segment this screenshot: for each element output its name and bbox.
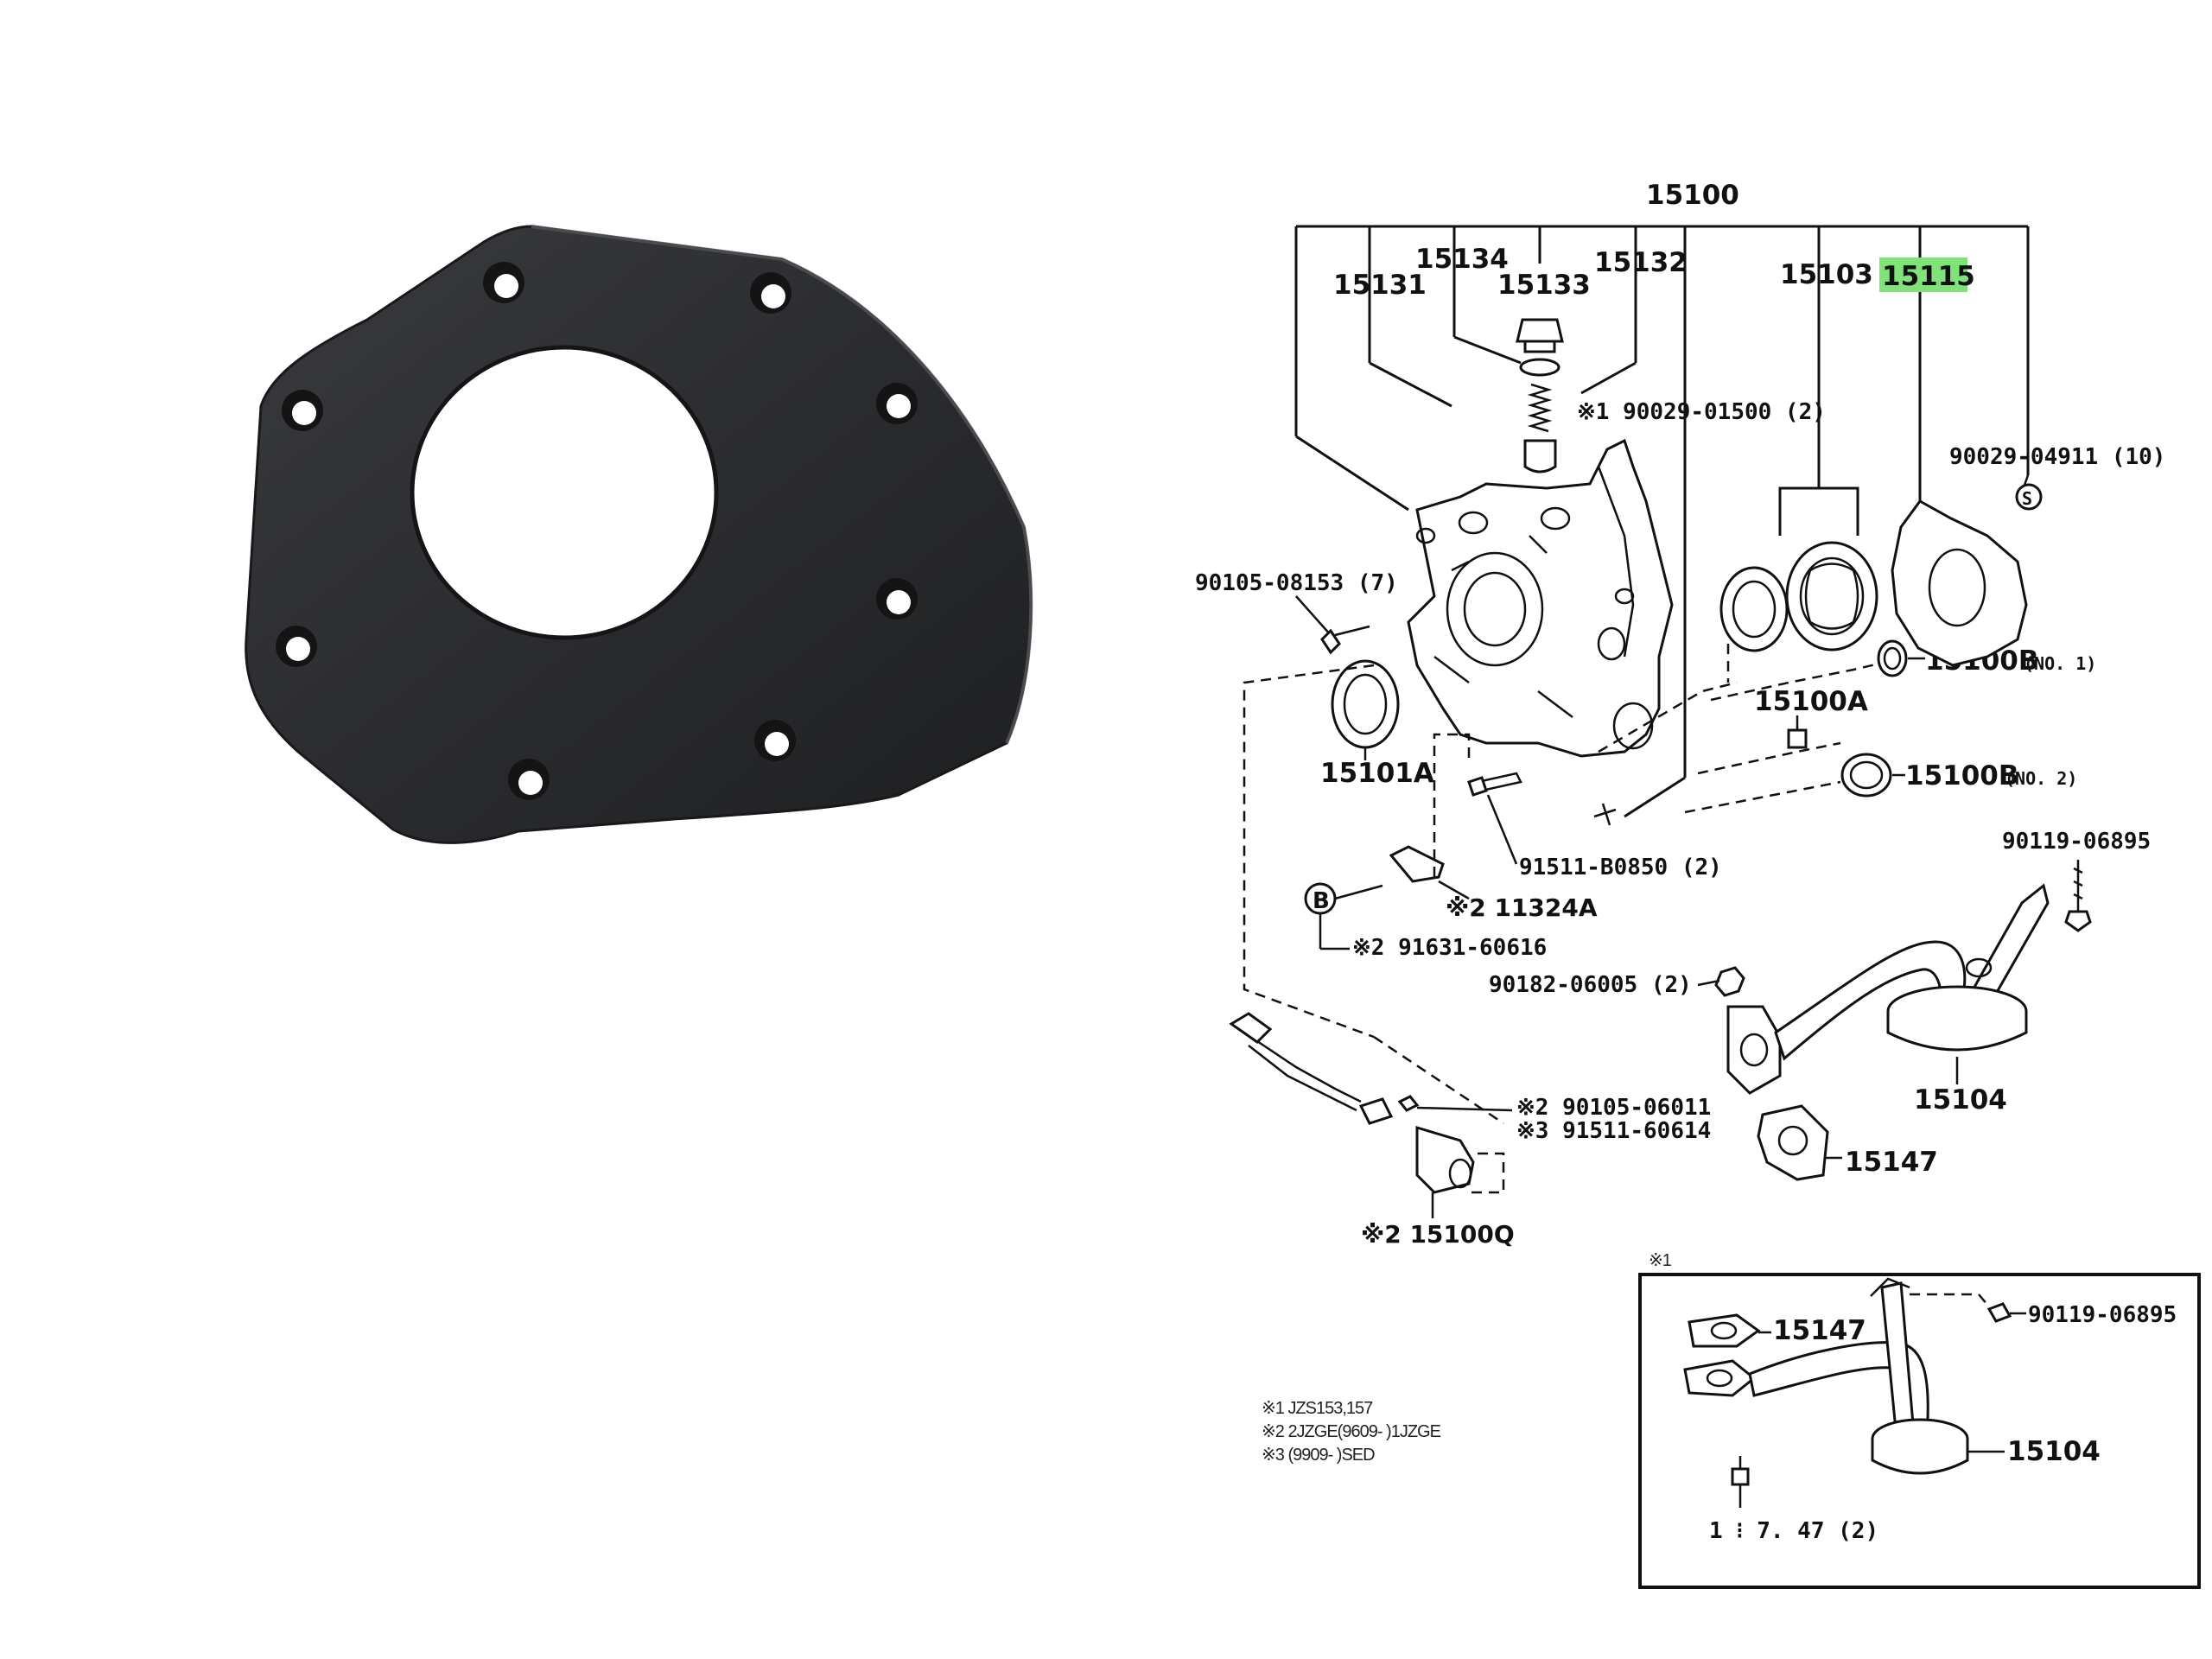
label-15100b-no2: 15100B [1905, 760, 2018, 791]
inset-mark: ※1 [1649, 1251, 1672, 1270]
bolts-91511-b0850 [1467, 772, 1617, 865]
bracket-11324a: B [1304, 845, 1470, 950]
marker-b-label: B [1313, 888, 1330, 914]
label-90029-04911: 90029-04911 (10) [1949, 444, 2165, 470]
label-90182-06005: 90182-06005 (2) [1489, 972, 1692, 998]
highlight-15115 [1879, 257, 1967, 292]
label-15147: 15147 [1845, 1147, 1938, 1178]
label-11324a: ※2 11324A [1446, 893, 1598, 922]
note-2: ※2 2JZGE(9609- )1JZGE [1262, 1422, 1441, 1441]
o-ring-15100b-no1 [1877, 639, 1925, 677]
label-90105-06011: ※2 90105-06011 [1516, 1095, 1711, 1121]
label-15104: 15104 [1914, 1084, 2007, 1116]
label-15100b-no2-qualifier: (NO. 2) [2005, 768, 2077, 789]
assembly-tree [1294, 225, 2030, 818]
applicability-notes: ※1 JZS153,157 ※2 2JZGE(9609- )1JZGE ※3 (… [1262, 1399, 1442, 1465]
oil-pump-housing [1407, 438, 1674, 758]
phantom-lines [1243, 644, 1880, 1194]
inset-label-bolt: 1 ⁝ 7. 47 (2) [1709, 1518, 1878, 1544]
label-90119-06895: 90119-06895 [2002, 829, 2151, 855]
label-15100: 15100 [1646, 180, 1739, 211]
label-91511-b0850: 91511-B0850 (2) [1519, 855, 1722, 880]
label-15100b-no1-qualifier: (NO. 1) [2024, 653, 2096, 674]
oil-strainer-15104 [1726, 883, 2050, 1095]
label-15115: 15115 [1882, 261, 1975, 292]
bolt-hole [754, 720, 796, 761]
label-91631-60616: ※2 91631-60616 [1352, 935, 1547, 961]
bolt-hole [282, 390, 323, 431]
inset-label-15104: 15104 [2007, 1436, 2101, 1467]
nut-90182-06005 [1697, 966, 1745, 997]
bolt-hole [750, 272, 791, 314]
adapter-plate [245, 225, 1033, 844]
marker-s-label: S [2022, 488, 2032, 509]
bolt-hole [276, 626, 317, 667]
product-photo [245, 225, 1033, 844]
label-15133: 15133 [1497, 270, 1591, 301]
label-90029-01500: ※1 90029-01500 (2) [1577, 399, 1826, 425]
bolt-holes [276, 262, 918, 800]
label-15101a: 15101A [1320, 758, 1434, 789]
o-ring-15100b-no2 [1840, 753, 1905, 798]
pump-gears-15103 [1719, 486, 1878, 652]
pin-15100a [1787, 715, 1808, 749]
bolt-90105-08153 [1295, 595, 1370, 655]
inset-label-90119-06895: 90119-06895 [2028, 1302, 2177, 1328]
label-15131: 15131 [1333, 270, 1427, 301]
label-91511-60614: ※3 91511-60614 [1516, 1118, 1711, 1144]
label-15132: 15132 [1594, 247, 1688, 278]
label-15134: 15134 [1415, 244, 1509, 275]
label-15100q: ※2 15100Q [1361, 1220, 1515, 1249]
note-1: ※1 JZS153,157 [1262, 1399, 1373, 1418]
bolt-hole [876, 383, 918, 424]
bolt-hole [483, 262, 524, 303]
note-3: ※3 (9909- )SED [1262, 1446, 1375, 1465]
inset-label-15147: 15147 [1773, 1315, 1866, 1346]
label-15100a: 15100A [1754, 686, 1868, 717]
oil-seal-15101a [1331, 659, 1400, 760]
inset-variant-1: ※1 15147 90119-06895 15104 1 ⁝ 7. 47 (2) [1638, 1251, 2201, 1589]
pump-cover-15115: S [1891, 483, 2043, 667]
gasket-15147 [1757, 1104, 1842, 1181]
relief-valve-parts [1516, 318, 1564, 474]
label-15103: 15103 [1780, 259, 1873, 290]
bolt-90119-06895 [2064, 860, 2092, 932]
bolt-hole [508, 759, 550, 800]
marker-s [2015, 483, 2043, 511]
sensor-15100q [1229, 1012, 1513, 1218]
label-90105-08153: 90105-08153 (7) [1195, 570, 1398, 596]
center-bore [410, 345, 719, 640]
bolt-hole [876, 578, 918, 620]
